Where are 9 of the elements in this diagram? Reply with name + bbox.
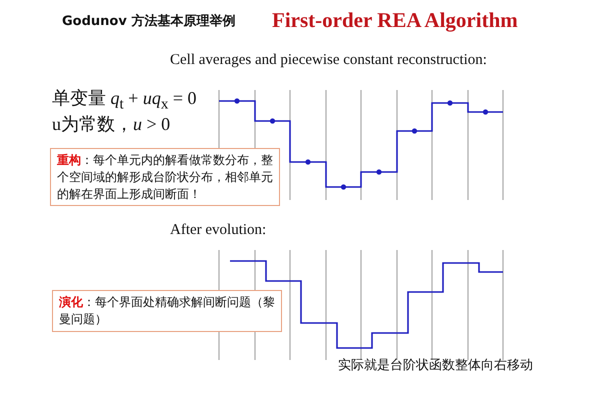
note-text: 实际就是台阶状函数整体向右移动 xyxy=(338,357,533,374)
equation: u为常数，u > 0 xyxy=(52,113,170,136)
slide-title: First-order REA Algorithm xyxy=(272,8,518,33)
plot-caption: After evolution: xyxy=(170,222,266,239)
equation: 单变量 q$_{t}$ + uq$_{x}$ = 0 xyxy=(52,87,196,114)
plot-caption: Cell averages and piecewise constant reconstruction: xyxy=(170,52,487,69)
slide-heading: Godunov 方法基本原理举例 xyxy=(62,12,236,30)
note-box: 演化：每个界面处精确求解间断问题（黎曼问题） xyxy=(52,290,282,332)
note-box: 重构：每个单元内的解看做常数分布，整个空间域的解形成台阶状分布，相邻单元的解在界面上形成间断面！ xyxy=(50,148,280,206)
